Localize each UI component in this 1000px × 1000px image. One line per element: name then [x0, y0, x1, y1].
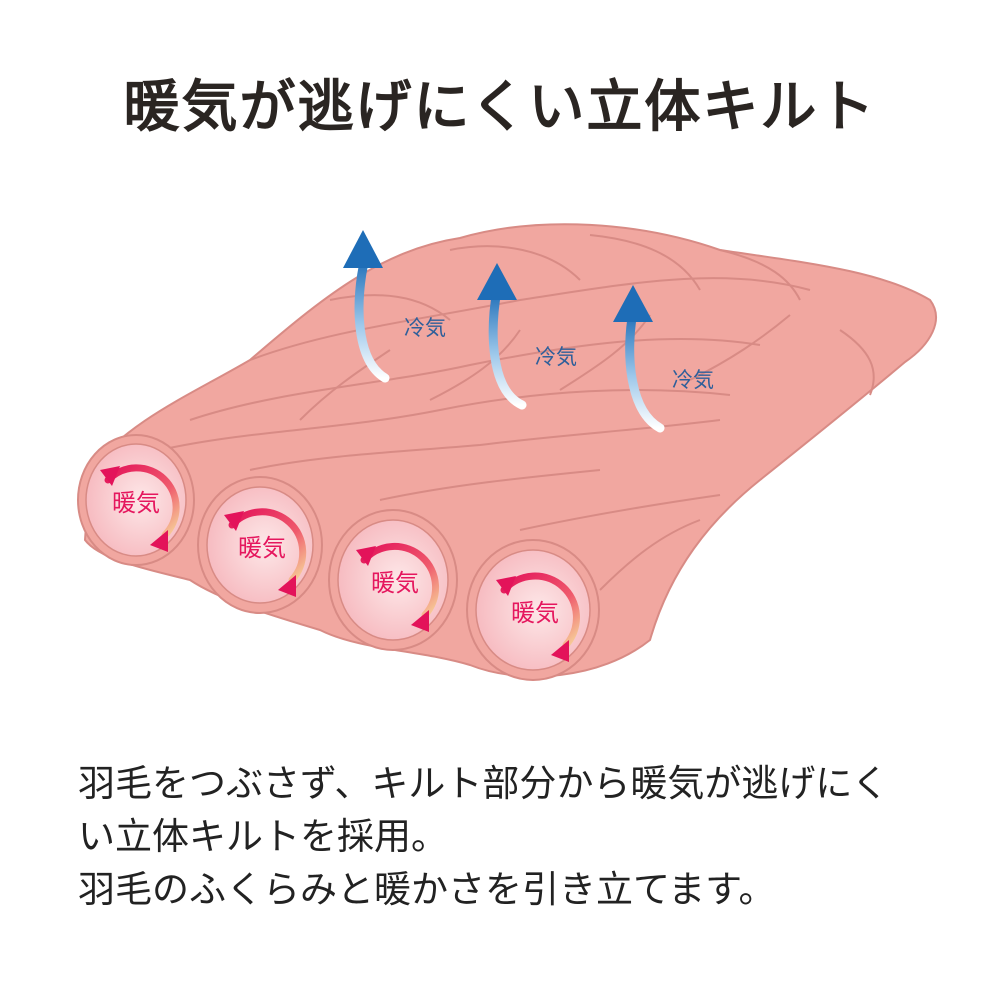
warm-label-4: 暖気: [511, 599, 559, 627]
cool-label-2: 冷気: [535, 345, 577, 369]
cool-label-1: 冷気: [404, 316, 446, 340]
cool-arrow-icon-3: [613, 285, 665, 433]
warm-label-3: 暖気: [371, 569, 419, 597]
warm-arrow-icon-1: [104, 464, 180, 539]
cool-arrow-icon-1: [343, 230, 390, 383]
description-line-1: 羽毛をつぶさず、キルト部分から暖気が逃げにく: [78, 762, 889, 805]
cool-label-3: 冷気: [672, 368, 714, 392]
warm-arrow-icon-3: [360, 542, 440, 619]
warm-arrow-icon-2: [228, 508, 307, 584]
warm-arrow-icon-4: [500, 572, 580, 649]
warm-label-1: 暖気: [112, 489, 160, 517]
page-title: 暖気が逃げにくい立体キルト: [123, 74, 877, 140]
description-line-3: 羽毛のふくらみと暖かさを引き立てます。: [78, 868, 776, 911]
cool-arrow-icon-2: [477, 263, 527, 410]
warm-label-2: 暖気: [238, 534, 286, 562]
description-line-2: い立体キルトを採用。: [78, 815, 448, 858]
description: 羽毛をつぶさず、キルト部分から暖気が逃げにく い立体キルトを採用。 羽毛のふくら…: [78, 757, 958, 916]
